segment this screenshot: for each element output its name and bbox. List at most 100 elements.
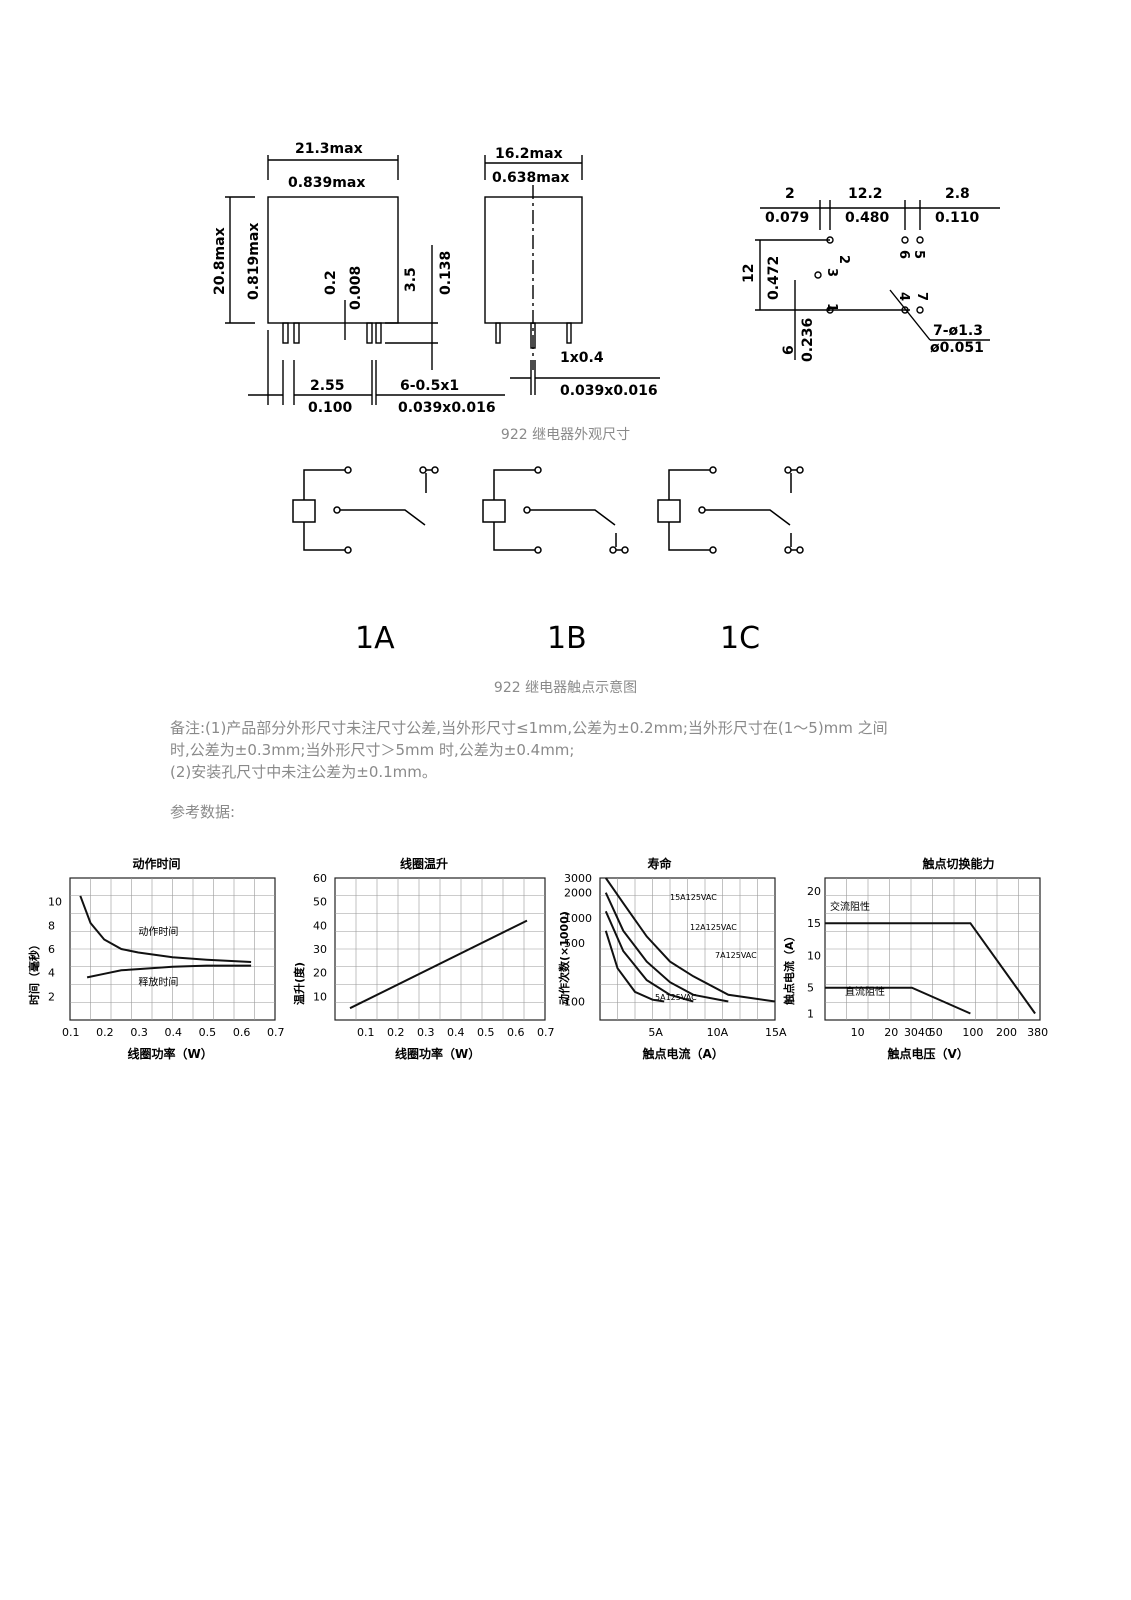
chart-3-title: 触点切换能力 <box>923 856 995 871</box>
pcb-pin-1: 1 <box>824 303 839 312</box>
chart-2-ytick: 500 <box>564 937 585 950</box>
note-line-1: 备注:(1)产品部分外形尺寸未注尺寸公差,当外形尺寸≤1mm,公差为±0.2mm… <box>170 719 888 737</box>
dim-depth-mm: 16.2max <box>495 146 563 162</box>
chart-1-xtick: 0.5 <box>477 1026 495 1039</box>
chart-2-annotation: 12A125VAC <box>690 923 737 932</box>
chart-1-xtick: 0.4 <box>447 1026 465 1039</box>
dim-pitch-in: 0.100 <box>308 400 353 415</box>
chart-3-ytick: 15 <box>807 917 821 930</box>
dim-pin-len-in: 0.138 <box>438 251 454 295</box>
chart-1-ytick: 30 <box>313 943 327 956</box>
chart-1-title: 线圈温升 <box>400 856 448 871</box>
pcb-d2-mm: 12.2 <box>848 186 883 202</box>
contact-label-1a: 1A <box>355 621 395 656</box>
chart-2-ylabel: 动作次数(×1000) <box>557 911 571 1005</box>
pcb-pin-4: 4 <box>896 292 911 301</box>
pcb-hole-in: ø0.051 <box>930 340 984 356</box>
pcb-d1-in: 0.079 <box>765 210 809 226</box>
pcb-v1-mm: 12 <box>741 264 757 283</box>
chart-1-ytick: 10 <box>313 990 327 1003</box>
chart-0-ytick: 6 <box>48 943 55 956</box>
pcb-v1-in: 0.472 <box>766 256 782 300</box>
chart-2-xtick: 15A <box>765 1026 787 1039</box>
notes: 备注:(1)产品部分外形尺寸未注尺寸公差,当外形尺寸≤1mm,公差为±0.2mm… <box>170 717 970 823</box>
chart-0-series-label: 释放时间 <box>138 976 178 989</box>
dimension-drawing: 21.3max 0.839max 20.8max 0.819max 0.2 0.… <box>212 141 1000 415</box>
dim-pin-len-mm: 3.5 <box>403 267 419 292</box>
chart-1-series-0 <box>349 919 528 1010</box>
note-line-2: 时,公差为±0.3mm;当外形尺寸＞5mm 时,公差为±0.4mm; <box>170 741 575 759</box>
chart-0-ytick: 2 <box>48 990 55 1003</box>
dim-side-pin-mm: 1x0.4 <box>560 350 604 366</box>
pcb-pin-6: 6 <box>896 250 911 259</box>
dim-pin-mm: 6-0.5x1 <box>400 378 459 394</box>
pcb-d2-in: 0.480 <box>845 210 890 226</box>
chart-2-xtick: 10A <box>707 1026 729 1039</box>
chart-2-annotation: 5A125VAC <box>655 993 697 1002</box>
chart-1-ytick: 20 <box>313 967 327 980</box>
chart-2-ytick: 100 <box>564 995 585 1008</box>
contact-diagrams: 1A 1B 1C <box>292 466 804 656</box>
dim-height-in: 0.819max <box>246 223 262 300</box>
chart-1-ylabel: 温升(度) <box>292 962 306 1005</box>
chart-3-series-1 <box>825 986 971 1015</box>
chart-0-xtick: 0.3 <box>130 1026 148 1039</box>
pcb-pin-3: 3 <box>824 268 839 277</box>
chart-2-ytick: 3000 <box>564 872 592 885</box>
chart-1-xlabel: 线圈功率（W） <box>395 1046 480 1061</box>
chart-0-series-0 <box>79 895 252 963</box>
contact-label-1b: 1B <box>547 621 587 656</box>
chart-2-ytick: 1000 <box>564 912 592 925</box>
chart-3-xtick: 380 <box>1027 1026 1048 1039</box>
chart-0-xlabel: 线圈功率（W） <box>128 1046 213 1061</box>
chart-3-xtick: 50 <box>929 1026 943 1039</box>
pcb-v2-in: 0.236 <box>800 318 816 362</box>
dim-height-mm: 20.8max <box>212 227 228 295</box>
pcb-pin-2: 2 <box>836 255 851 264</box>
chart-2-series-1 <box>604 892 729 1003</box>
chart-0-ytick: 4 <box>48 967 55 980</box>
chart-0-title: 动作时间 <box>133 856 181 871</box>
chart-0-xtick: 0.6 <box>233 1026 251 1039</box>
chart-2-xlabel: 触点电流（A） <box>643 1046 724 1061</box>
chart-3-series-0 <box>825 922 1036 1015</box>
pcb-hole-mm: 7-ø1.3 <box>933 323 983 339</box>
chart-0-xtick: 0.2 <box>96 1026 114 1039</box>
contact-1a-diagram <box>292 466 439 554</box>
chart-2-series-0 <box>604 877 776 1003</box>
chart-3-xtick: 30 <box>904 1026 918 1039</box>
chart-3-annotation: 直流阻性 <box>845 985 885 998</box>
chart-1-xtick: 0.6 <box>507 1026 525 1039</box>
pcb-d3-in: 0.110 <box>935 210 980 226</box>
reference-heading: 参考数据: <box>170 803 236 821</box>
pcb-d1-mm: 2 <box>785 186 795 202</box>
chart-0-xtick: 0.7 <box>267 1026 285 1039</box>
chart-0-ytick: 10 <box>48 896 62 909</box>
note-line-3: (2)安装孔尺寸中未注公差为±0.1mm。 <box>170 763 437 781</box>
dim-side-pin-in: 0.039x0.016 <box>560 383 658 399</box>
chart-2-annotation: 15A125VAC <box>670 893 717 902</box>
chart-0-ytick: 8 <box>48 919 55 932</box>
pcb-pin-7: 7 <box>914 292 929 301</box>
chart-1-ytick: 60 <box>313 872 327 885</box>
chart-3-ytick: 1 <box>807 1008 814 1021</box>
chart-2-ytick: 2000 <box>564 887 592 900</box>
chart-3-xtick: 10 <box>851 1026 865 1039</box>
dim-pin-in: 0.039x0.016 <box>398 400 496 415</box>
chart-3-ytick: 5 <box>807 982 814 995</box>
chart-3-annotation: 交流阻性 <box>830 900 870 913</box>
chart-2-series-2 <box>604 910 694 1003</box>
chart-3-ylabel: 触点电流（A） <box>782 930 796 1006</box>
chart-1-ytick: 50 <box>313 896 327 909</box>
chart-3-xlabel: 触点电压（V） <box>888 1046 969 1061</box>
chart-2-title: 寿命 <box>648 856 673 871</box>
chart-3-xtick: 100 <box>962 1026 983 1039</box>
chart-1-xtick: 0.1 <box>357 1026 375 1039</box>
chart-0-xtick: 0.4 <box>165 1026 183 1039</box>
chart-0-xtick: 0.5 <box>199 1026 217 1039</box>
contact-1b-diagram <box>482 466 629 554</box>
chart-1-xtick: 0.2 <box>387 1026 405 1039</box>
caption-dimensions: 922 继电器外观尺寸 <box>500 427 631 443</box>
chart-0-series-label: 动作时间 <box>138 925 178 938</box>
